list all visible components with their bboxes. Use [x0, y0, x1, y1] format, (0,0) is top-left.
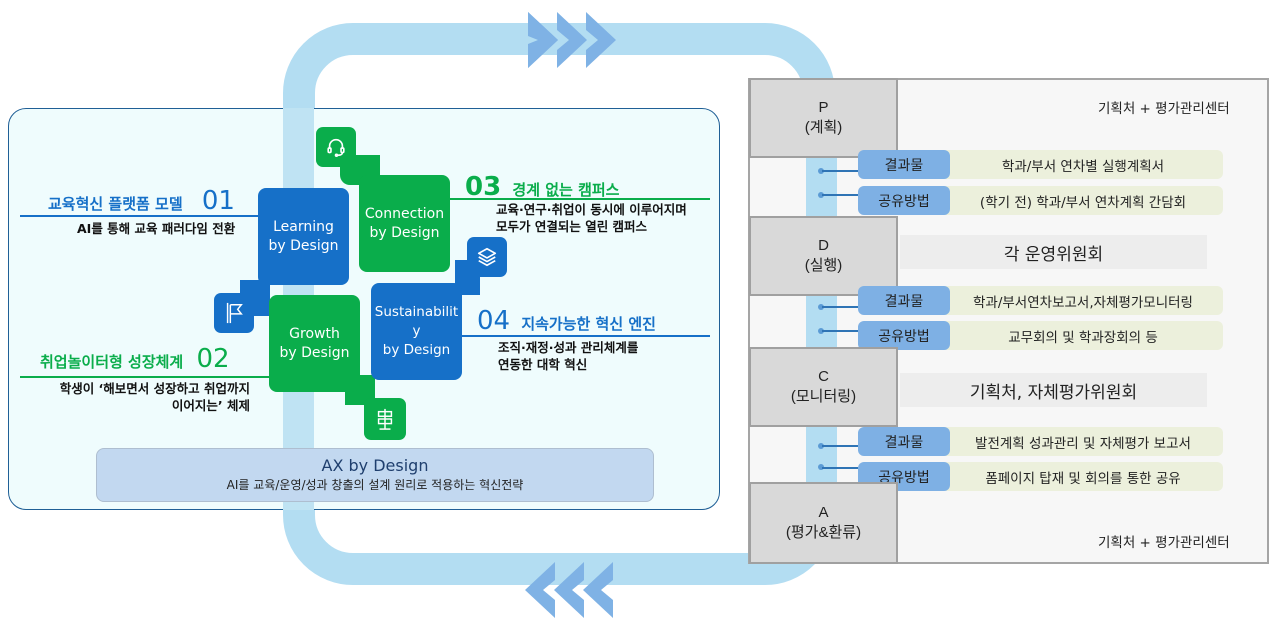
- phase-d-share-label: 공유방법: [858, 321, 950, 350]
- tile-line1: Growth: [289, 325, 340, 342]
- item-01-desc: AI를 통해 교육 패러다임 전환: [77, 221, 236, 236]
- phase-d: D (실행): [749, 216, 898, 296]
- headset-icon: [316, 127, 356, 167]
- chevron-a: [525, 562, 555, 618]
- phase-p-result-label: 결과물: [858, 150, 950, 179]
- tile-line1: Learning: [273, 218, 334, 235]
- phase-name: (모니터링): [790, 388, 857, 405]
- tile-line1: Connection: [364, 205, 445, 222]
- tile-sustainability-by-design: Sustainabilit y by Design: [371, 283, 462, 380]
- bullet-dot: [818, 443, 824, 449]
- tile-line1: Sustainabilit: [374, 304, 459, 320]
- tile-line1b: y: [412, 323, 421, 339]
- bullet-line: [822, 467, 858, 469]
- phase-a-org: 기획처 + 평가관리센터: [1098, 535, 1230, 551]
- item-01-rule: [20, 215, 258, 217]
- pdca-loop-strip: [806, 156, 837, 486]
- phase-d-share-value: 교무회의 및 학과장회의 등: [943, 321, 1223, 350]
- phase-d-result-value: 학과/부서연차보고서,자체평가모니터링: [943, 286, 1223, 315]
- item-title: 경계 없는 캠퍼스: [512, 181, 620, 199]
- item-04-rule: [462, 335, 710, 337]
- layers-icon: [467, 237, 507, 277]
- bullet-line: [822, 330, 858, 332]
- item-03-rule: [450, 198, 710, 200]
- phase-name: (계획): [804, 119, 843, 136]
- phase-letter: C: [818, 368, 829, 385]
- phase-c: C (모니터링): [749, 347, 898, 427]
- desc-line: 모두가 연결되는 열린 캠퍼스: [496, 219, 648, 234]
- item-title: 취업놀이터형 성장체계: [40, 353, 184, 371]
- bullet-dot: [818, 168, 824, 174]
- phase-p-result-value: 학과/부서 연차별 실행계획서: [943, 150, 1223, 179]
- phase-p-share-value: (학기 전) 학과/부서 연차계획 간담회: [943, 186, 1223, 215]
- item-number: 02: [196, 344, 230, 374]
- bullet-line: [822, 306, 858, 308]
- bullet-dot: [818, 192, 824, 198]
- item-number: 04: [477, 306, 511, 336]
- bullet-dot: [818, 304, 824, 310]
- desc-line: 조직·재정·성과 관리체계를: [498, 340, 639, 355]
- phase-name: (평가&환류): [785, 524, 862, 541]
- item-03-desc: 교육·연구·취업이 동시에 이루어지며 모두가 연결되는 열린 캠퍼스: [496, 201, 687, 235]
- tile-learning-by-design: Learning by Design: [258, 188, 349, 285]
- item-number: 03: [465, 172, 502, 202]
- item-02-rule: [20, 376, 270, 378]
- ax-by-design-box: AX by Design AI를 교육/운영/성과 창출의 설계 원리로 적용하…: [96, 448, 654, 502]
- phase-p-org: 기획처 + 평가관리센터: [1098, 101, 1230, 117]
- item-03-heading: 03 경계 없는 캠퍼스: [465, 172, 619, 202]
- phase-name: (실행): [804, 257, 843, 274]
- tile-line2: by Design: [382, 342, 451, 358]
- item-02-desc: 학생이 ‘해보면서 성장하고 취업까지 이어지는’ 체제: [36, 380, 250, 414]
- phase-c-org: 기획처, 자체평가위원회: [900, 373, 1207, 407]
- item-01-heading: 교육혁신 플랫폼 모델 01: [48, 186, 235, 216]
- item-02-heading: 취업놀이터형 성장체계 02: [40, 344, 230, 374]
- bullet-dot: [818, 464, 824, 470]
- chevron-b: [557, 12, 587, 68]
- tile-growth-by-design: Growth by Design: [269, 295, 360, 392]
- chevron-c: [586, 12, 616, 68]
- phase-p: P (계획): [749, 78, 898, 158]
- desc-line: 교육·연구·취업이 동시에 이루어지며: [496, 202, 687, 217]
- desc-line: 연동한 대학 혁신: [498, 357, 588, 372]
- ax-title: AX by Design: [321, 456, 429, 475]
- phase-letter: A: [818, 504, 829, 521]
- chevron-a: [528, 12, 558, 68]
- tile-line2: by Design: [268, 237, 339, 254]
- phase-d-org: 각 운영위원회: [900, 235, 1207, 269]
- phase-c-result-label: 결과물: [858, 427, 950, 456]
- bullet-line: [822, 445, 858, 447]
- signpost-icon: [364, 398, 406, 440]
- chevron-c: [583, 562, 613, 618]
- flag-icon: [214, 293, 254, 333]
- tile-line2: by Design: [279, 344, 350, 361]
- phase-a: A (평가&환류): [749, 482, 898, 564]
- desc-line: 학생이 ‘해보면서 성장하고 취업까지: [59, 381, 250, 396]
- item-04-desc: 조직·재정·성과 관리체계를 연동한 대학 혁신: [498, 339, 638, 373]
- phase-c-share-value: 폼페이지 탑재 및 회의를 통한 공유: [943, 462, 1223, 491]
- chevron-b: [554, 562, 584, 618]
- chevrons-left-icon: [525, 562, 613, 618]
- item-title: 지속가능한 혁신 엔진: [521, 315, 656, 333]
- chevrons-right-icon: [528, 12, 616, 68]
- tile-line2: by Design: [369, 224, 440, 241]
- tile-connection-by-design: Connection by Design: [359, 175, 450, 272]
- phase-d-result-label: 결과물: [858, 286, 950, 315]
- phase-p-share-label: 공유방법: [858, 186, 950, 215]
- phase-letter: D: [818, 237, 829, 254]
- desc-line: 이어지는’ 체제: [171, 398, 250, 413]
- item-title: 교육혁신 플랫폼 모델: [48, 195, 183, 213]
- item-04-heading: 04 지속가능한 혁신 엔진: [477, 306, 656, 336]
- item-number: 01: [201, 186, 235, 216]
- bullet-dot: [818, 328, 824, 334]
- bullet-line: [822, 194, 858, 196]
- bullet-line: [822, 170, 858, 172]
- phase-c-result-value: 발전계획 성과관리 및 자체평가 보고서: [943, 427, 1223, 456]
- ax-subtitle: AI를 교육/운영/성과 창출의 설계 원리로 적용하는 혁신전략: [226, 478, 524, 492]
- phase-letter: P: [818, 99, 829, 116]
